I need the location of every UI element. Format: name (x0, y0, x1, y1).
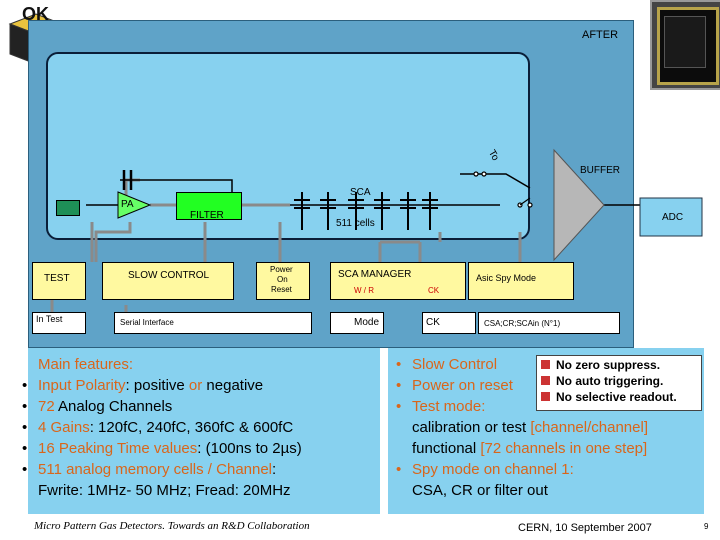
asic-spy-mode-block (468, 262, 574, 300)
feature-item: 16 Peaking Time values: (100ns to 2µs) (18, 438, 302, 459)
in-test-block (32, 312, 86, 334)
legend-item: No auto triggering. (541, 374, 663, 388)
feature-item: 72 Analog Channels (18, 396, 302, 417)
legend-item: No selective readout. (541, 390, 677, 404)
logo-text: OK (22, 4, 49, 24)
sca-cells-label: 511 cells (336, 218, 375, 229)
serial-interface-label: Serial Interface (120, 318, 174, 327)
legend-item: No zero suppress. (541, 358, 660, 372)
page-number: 9 (704, 522, 709, 531)
mode-label: Mode (354, 317, 380, 328)
footer-left: Micro Pattern Gas Detectors. Towards an … (34, 520, 310, 532)
modes-list: Slow Control Power on reset Test mode: c… (392, 354, 648, 501)
buffer-label: BUFFER (580, 165, 620, 176)
ck-label: CK (428, 286, 440, 295)
feature-item: Input Polarity: positive or negative (18, 375, 302, 396)
slow-control-label: SLOW CONTROL (128, 270, 210, 281)
in-test-label: In Test (36, 314, 63, 324)
csa-block (478, 312, 620, 334)
legend-box: No zero suppress. No auto triggering. No… (536, 355, 702, 411)
mode-spy-line: CSA, CR or filter out (412, 482, 548, 499)
sca-manager-label: SCA MANAGER (338, 269, 412, 280)
serial-interface-block (114, 312, 312, 334)
mode-block (330, 312, 384, 334)
ck-block (422, 312, 476, 334)
mode-test: Test mode: (392, 396, 648, 417)
ck-box-label: CK (426, 317, 440, 328)
filter-block (176, 192, 242, 220)
pa-label: PA (121, 199, 134, 210)
adc-label: ADC (662, 212, 684, 223)
test-label: TEST (44, 273, 70, 284)
asic-spy-mode-label: Asic Spy Mode (476, 273, 537, 283)
flag-icon (541, 376, 550, 385)
slow-control-block (102, 262, 234, 300)
power-on-reset-block (256, 262, 310, 300)
features-title: Main features: (38, 356, 134, 373)
sca-label: SCA (350, 187, 371, 198)
mode-test-line-1: calibration or test [channel/channel] (412, 419, 648, 436)
sca-manager-block (330, 262, 466, 300)
flag-icon (541, 392, 550, 401)
feature-item: 511 analog memory cells / Channel: (18, 459, 302, 480)
csa-label: CSA;CR;SCAin (N°1) (484, 319, 561, 328)
chip-image (650, 0, 720, 90)
wr-label: W / R (354, 286, 374, 295)
power-on-reset-line-1: Power (270, 265, 293, 274)
after-label: AFTER (582, 29, 619, 41)
footer-right: CERN, 10 September 2007 (518, 522, 652, 534)
mode-power-on-reset: Power on reset (392, 375, 648, 396)
input-pad (56, 200, 80, 216)
power-on-reset-line-3: Reset (271, 285, 292, 294)
mode-spy: Spy mode on channel 1: (392, 459, 648, 480)
test-block (32, 262, 86, 300)
mode-test-line-2: functional [72 channels in one step] (412, 440, 648, 457)
filter-label: FILTER (190, 210, 224, 221)
mode-slow-control: Slow Control (392, 354, 648, 375)
features-list: Main features: Input Polarity: positive … (18, 354, 302, 501)
power-on-reset-line-2: On (277, 275, 288, 284)
feature-last-line: Fwrite: 1MHz- 50 MHz; Fread: 20MHz (38, 482, 291, 499)
feature-item: 4 Gains: 120fC, 240fC, 360fC & 600fC (18, 417, 302, 438)
flag-icon (541, 360, 550, 369)
